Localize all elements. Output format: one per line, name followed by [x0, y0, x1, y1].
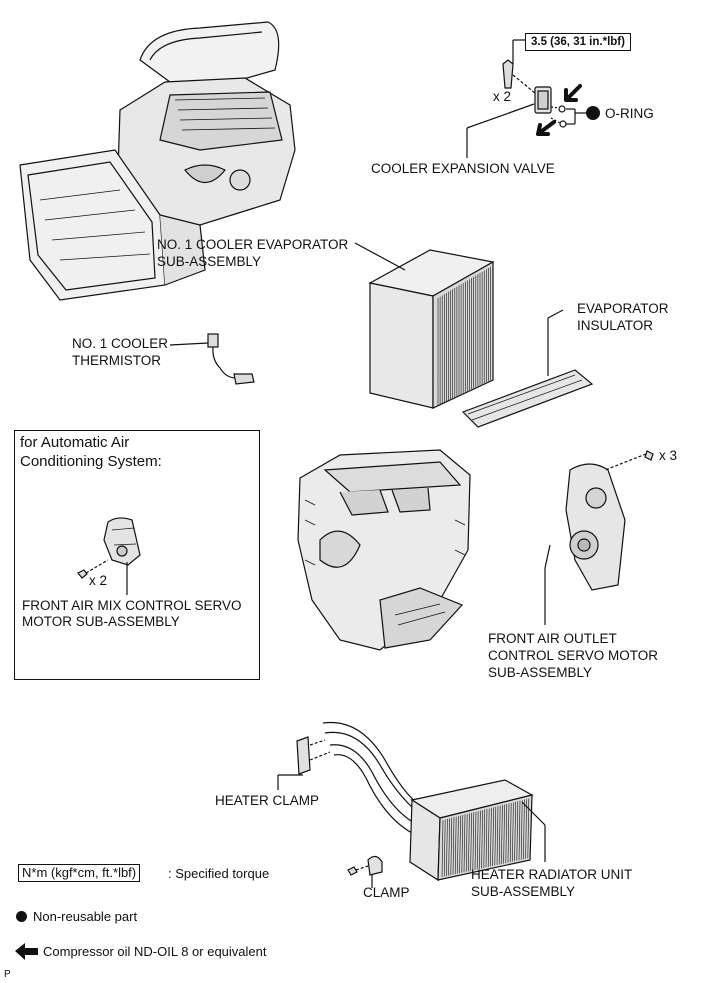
radiator-fin	[483, 809, 486, 868]
ac-unit-housing	[19, 21, 296, 301]
evaporator-insulator	[461, 309, 594, 428]
radiator-fin	[514, 801, 516, 862]
air-mix-servo-label-line2: MOTOR SUB-ASSEMBLY	[22, 614, 180, 629]
radiator-fin	[525, 799, 527, 859]
radiator-fin	[501, 805, 503, 865]
oil-arrow-lower	[536, 120, 556, 136]
radiator-fin	[496, 806, 499, 866]
outlet-servo-label-line2: CONTROL SERVO MOTOR	[488, 648, 659, 663]
radiator-fin	[441, 819, 444, 878]
heater-radiator-label-line1: HEATER RADIATOR UNIT	[471, 867, 633, 882]
cooler-expansion-valve-label: COOLER EXPANSION VALVE	[371, 161, 555, 176]
air-mix-servo-label-line1: FRONT AIR MIX CONTROL SERVO	[22, 598, 242, 613]
auto-box-heading-line1: for Automatic Air	[20, 434, 130, 451]
clamp-part	[347, 855, 383, 888]
radiator-fin	[448, 818, 450, 876]
radiator-fin	[518, 800, 521, 861]
auto-box-heading-line2: Conditioning System:	[20, 453, 162, 470]
radiator-fin	[516, 801, 519, 861]
radiator-fin	[512, 802, 514, 862]
clamp-label: CLAMP	[363, 885, 410, 900]
insulator-label-line1: EVAPORATOR	[577, 301, 669, 316]
non-reusable-o-ring-dot	[586, 106, 600, 120]
radiator-fin	[468, 813, 470, 872]
valve-bolt-quantity: x 2	[493, 89, 512, 104]
radiator-fin	[457, 816, 459, 874]
front-air-mix-servo	[77, 517, 141, 595]
thermistor-label-line1: NO. 1 COOLER	[72, 336, 169, 351]
heater-radiator-label-line2: SUB-ASSEMBLY	[471, 884, 576, 899]
corner-mark: P	[4, 969, 11, 980]
radiator-fin	[463, 814, 466, 873]
radiator-fin	[470, 812, 472, 871]
radiator-fin	[485, 808, 488, 868]
radiator-fin	[476, 811, 479, 870]
radiator-fin	[450, 817, 453, 876]
cooler-evaporator	[354, 242, 495, 409]
radiator-fin	[465, 813, 468, 872]
air-mix-screw-quantity: x 2	[89, 573, 108, 588]
radiator-fin	[498, 805, 501, 865]
o-ring-label: O-RING	[605, 106, 654, 121]
heater-housing	[297, 449, 471, 651]
oil-arrow-upper	[564, 84, 582, 102]
insulator-label-line2: INSULATOR	[577, 318, 654, 333]
radiator-fin	[492, 807, 494, 866]
radiator-fin	[454, 816, 457, 875]
legend-non-reusable-text: Non-reusable part	[33, 909, 138, 924]
radiator-fin	[481, 810, 483, 869]
front-air-outlet-servo	[544, 450, 654, 625]
radiator-fin	[459, 815, 461, 874]
cooler-expansion-valve	[466, 39, 588, 158]
radiator-fin	[490, 807, 492, 867]
cooler-thermistor	[169, 333, 255, 385]
thermistor-label-line2: THERMISTOR	[72, 353, 162, 368]
evaporator-label-line2: SUB-ASSEMBLY	[157, 254, 262, 269]
radiator-fin	[446, 818, 448, 877]
radiator-fin	[523, 799, 525, 860]
radiator-fin	[487, 808, 490, 867]
outlet-servo-label-line3: SUB-ASSEMBLY	[488, 665, 593, 680]
radiator-fin	[461, 815, 464, 873]
heater-radiator-unit	[322, 721, 546, 882]
legend-oil-arrow-icon	[15, 943, 38, 960]
radiator-fin	[505, 804, 508, 864]
radiator-fin	[472, 812, 475, 871]
heater-clamp	[277, 736, 331, 790]
automatic-ac-callout-box	[14, 430, 260, 680]
legend-torque-unit-box: N*m (kgf*cm, ft.*lbf)	[18, 864, 141, 882]
radiator-fin	[520, 800, 523, 860]
radiator-fin	[474, 811, 477, 870]
legend-non-reusable-dot-icon	[16, 911, 27, 922]
heater-clamp-label: HEATER CLAMP	[215, 793, 320, 808]
evaporator-label-line1: NO. 1 COOLER EVAPORATOR	[157, 237, 349, 252]
legend-compressor-oil-text: Compressor oil ND-OIL 8 or equivalent	[43, 944, 267, 959]
radiator-fin	[452, 817, 455, 875]
legend-torque-description: : Specified torque	[168, 866, 270, 881]
radiator-fin	[503, 804, 505, 864]
outlet-servo-label-line1: FRONT AIR OUTLET	[488, 631, 617, 646]
radiator-fin	[509, 802, 512, 863]
radiator-fin	[479, 810, 481, 869]
valve-torque-value: 3.5 (36, 31 in.*lbf)	[525, 33, 631, 51]
radiator-fin	[443, 819, 446, 877]
outlet-screw-quantity: x 3	[659, 448, 678, 463]
radiator-fin	[494, 806, 497, 866]
radiator-fin	[507, 803, 510, 863]
